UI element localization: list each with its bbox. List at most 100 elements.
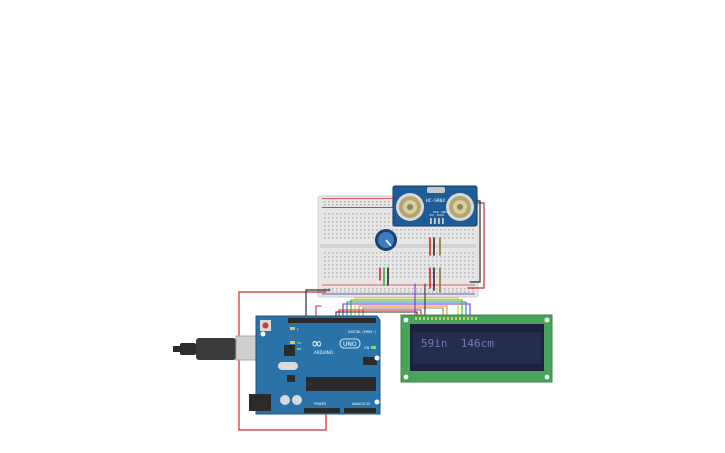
breadboard-hole [340,264,342,266]
breadboard-hole [404,260,406,262]
rx-label: RX [297,347,301,351]
breadboard-hole [348,204,350,206]
breadboard-hole [392,268,394,270]
power-header[interactable] [304,408,340,413]
breadboard-hole [424,264,426,266]
usb-cable[interactable] [173,335,273,361]
breadboard-hole [360,225,362,227]
breadboard-hole [396,276,398,278]
breadboard-hole [324,221,326,223]
breadboard-hole [368,291,370,293]
breadboard-hole [380,264,382,266]
breadboard-hole [452,272,454,274]
breadboard-hole [332,201,334,203]
breadboard-hole [376,221,378,223]
breadboard-hole [356,213,358,215]
breadboard-hole [400,233,402,235]
breadboard-hole [348,272,350,274]
breadboard-hole [436,256,438,258]
breadboard-hole [340,276,342,278]
breadboard-hole [472,229,474,231]
breadboard-hole [328,288,330,290]
breadboard-hole [464,288,466,290]
breadboard-hole [380,252,382,254]
breadboard-hole [380,256,382,258]
breadboard-hole [428,233,430,235]
breadboard-hole [460,272,462,274]
breadboard-hole [364,276,366,278]
breadboard-hole [428,260,430,262]
breadboard-hole [336,268,338,270]
breadboard-hole [372,201,374,203]
breadboard-hole [392,260,394,262]
breadboard-hole [460,237,462,239]
breadboard-hole [464,256,466,258]
breadboard-hole [416,260,418,262]
breadboard-hole [424,268,426,270]
breadboard-hole [360,272,362,274]
breadboard-hole [344,225,346,227]
breadboard-hole [344,256,346,258]
breadboard-hole [380,221,382,223]
potentiometer[interactable] [375,229,397,251]
breadboard-hole [436,268,438,270]
breadboard-hole [356,264,358,266]
breadboard-hole [400,291,402,293]
digital-header[interactable] [288,318,376,323]
breadboard-hole [328,268,330,270]
breadboard-hole [436,237,438,239]
breadboard-hole [328,291,330,293]
transducer-left [396,193,424,221]
breadboard-hole [360,276,362,278]
breadboard-hole [380,217,382,219]
breadboard-hole [424,252,426,254]
breadboard-hole [336,229,338,231]
breadboard-hole [360,221,362,223]
breadboard-hole [412,260,414,262]
breadboard-hole [372,256,374,258]
breadboard-hole [472,237,474,239]
breadboard-hole [384,217,386,219]
breadboard-hole [400,276,402,278]
breadboard-hole [448,260,450,262]
lcd-line-1: 59in 146cm [421,337,494,350]
breadboard-hole [352,225,354,227]
breadboard-hole [368,288,370,290]
breadboard-hole [348,260,350,262]
breadboard-hole [420,272,422,274]
breadboard-hole [468,233,470,235]
sensor-pins: VCC TRIG ECHO GND [429,211,447,224]
breadboard-hole [376,201,378,203]
breadboard-hole [472,291,474,293]
breadboard-hole [328,213,330,215]
breadboard-hole [372,217,374,219]
ultrasonic-sensor[interactable]: HC-SR04 VCC TRIG ECHO GND [392,185,478,227]
breadboard-hole [384,252,386,254]
wire-lcd-4 [354,297,459,319]
breadboard-hole [404,291,406,293]
breadboard-hole [452,264,454,266]
arduino-uno[interactable]: DIGITAL (PWM~) ∞ ARDUINO UNO ON L TX RX … [249,315,381,415]
lcd-pin [415,317,417,320]
breadboard-hole [384,291,386,293]
breadboard-hole [460,229,462,231]
breadboard-hole [332,256,334,258]
breadboard-hole [336,237,338,239]
breadboard-hole [348,201,350,203]
breadboard-hole [348,221,350,223]
power-jack[interactable] [249,394,271,411]
breadboard-hole [436,233,438,235]
breadboard-hole [376,213,378,215]
breadboard-hole [372,229,374,231]
lcd-display[interactable]: 59in 146cm [400,314,553,383]
breadboard-hole [328,233,330,235]
breadboard-hole [428,268,430,270]
breadboard-hole [400,256,402,258]
breadboard-hole [336,213,338,215]
breadboard-hole [356,268,358,270]
analog-header[interactable] [344,408,376,413]
breadboard-hole [332,276,334,278]
breadboard-hole [400,288,402,290]
breadboard-hole [412,291,414,293]
breadboard-hole [352,256,354,258]
